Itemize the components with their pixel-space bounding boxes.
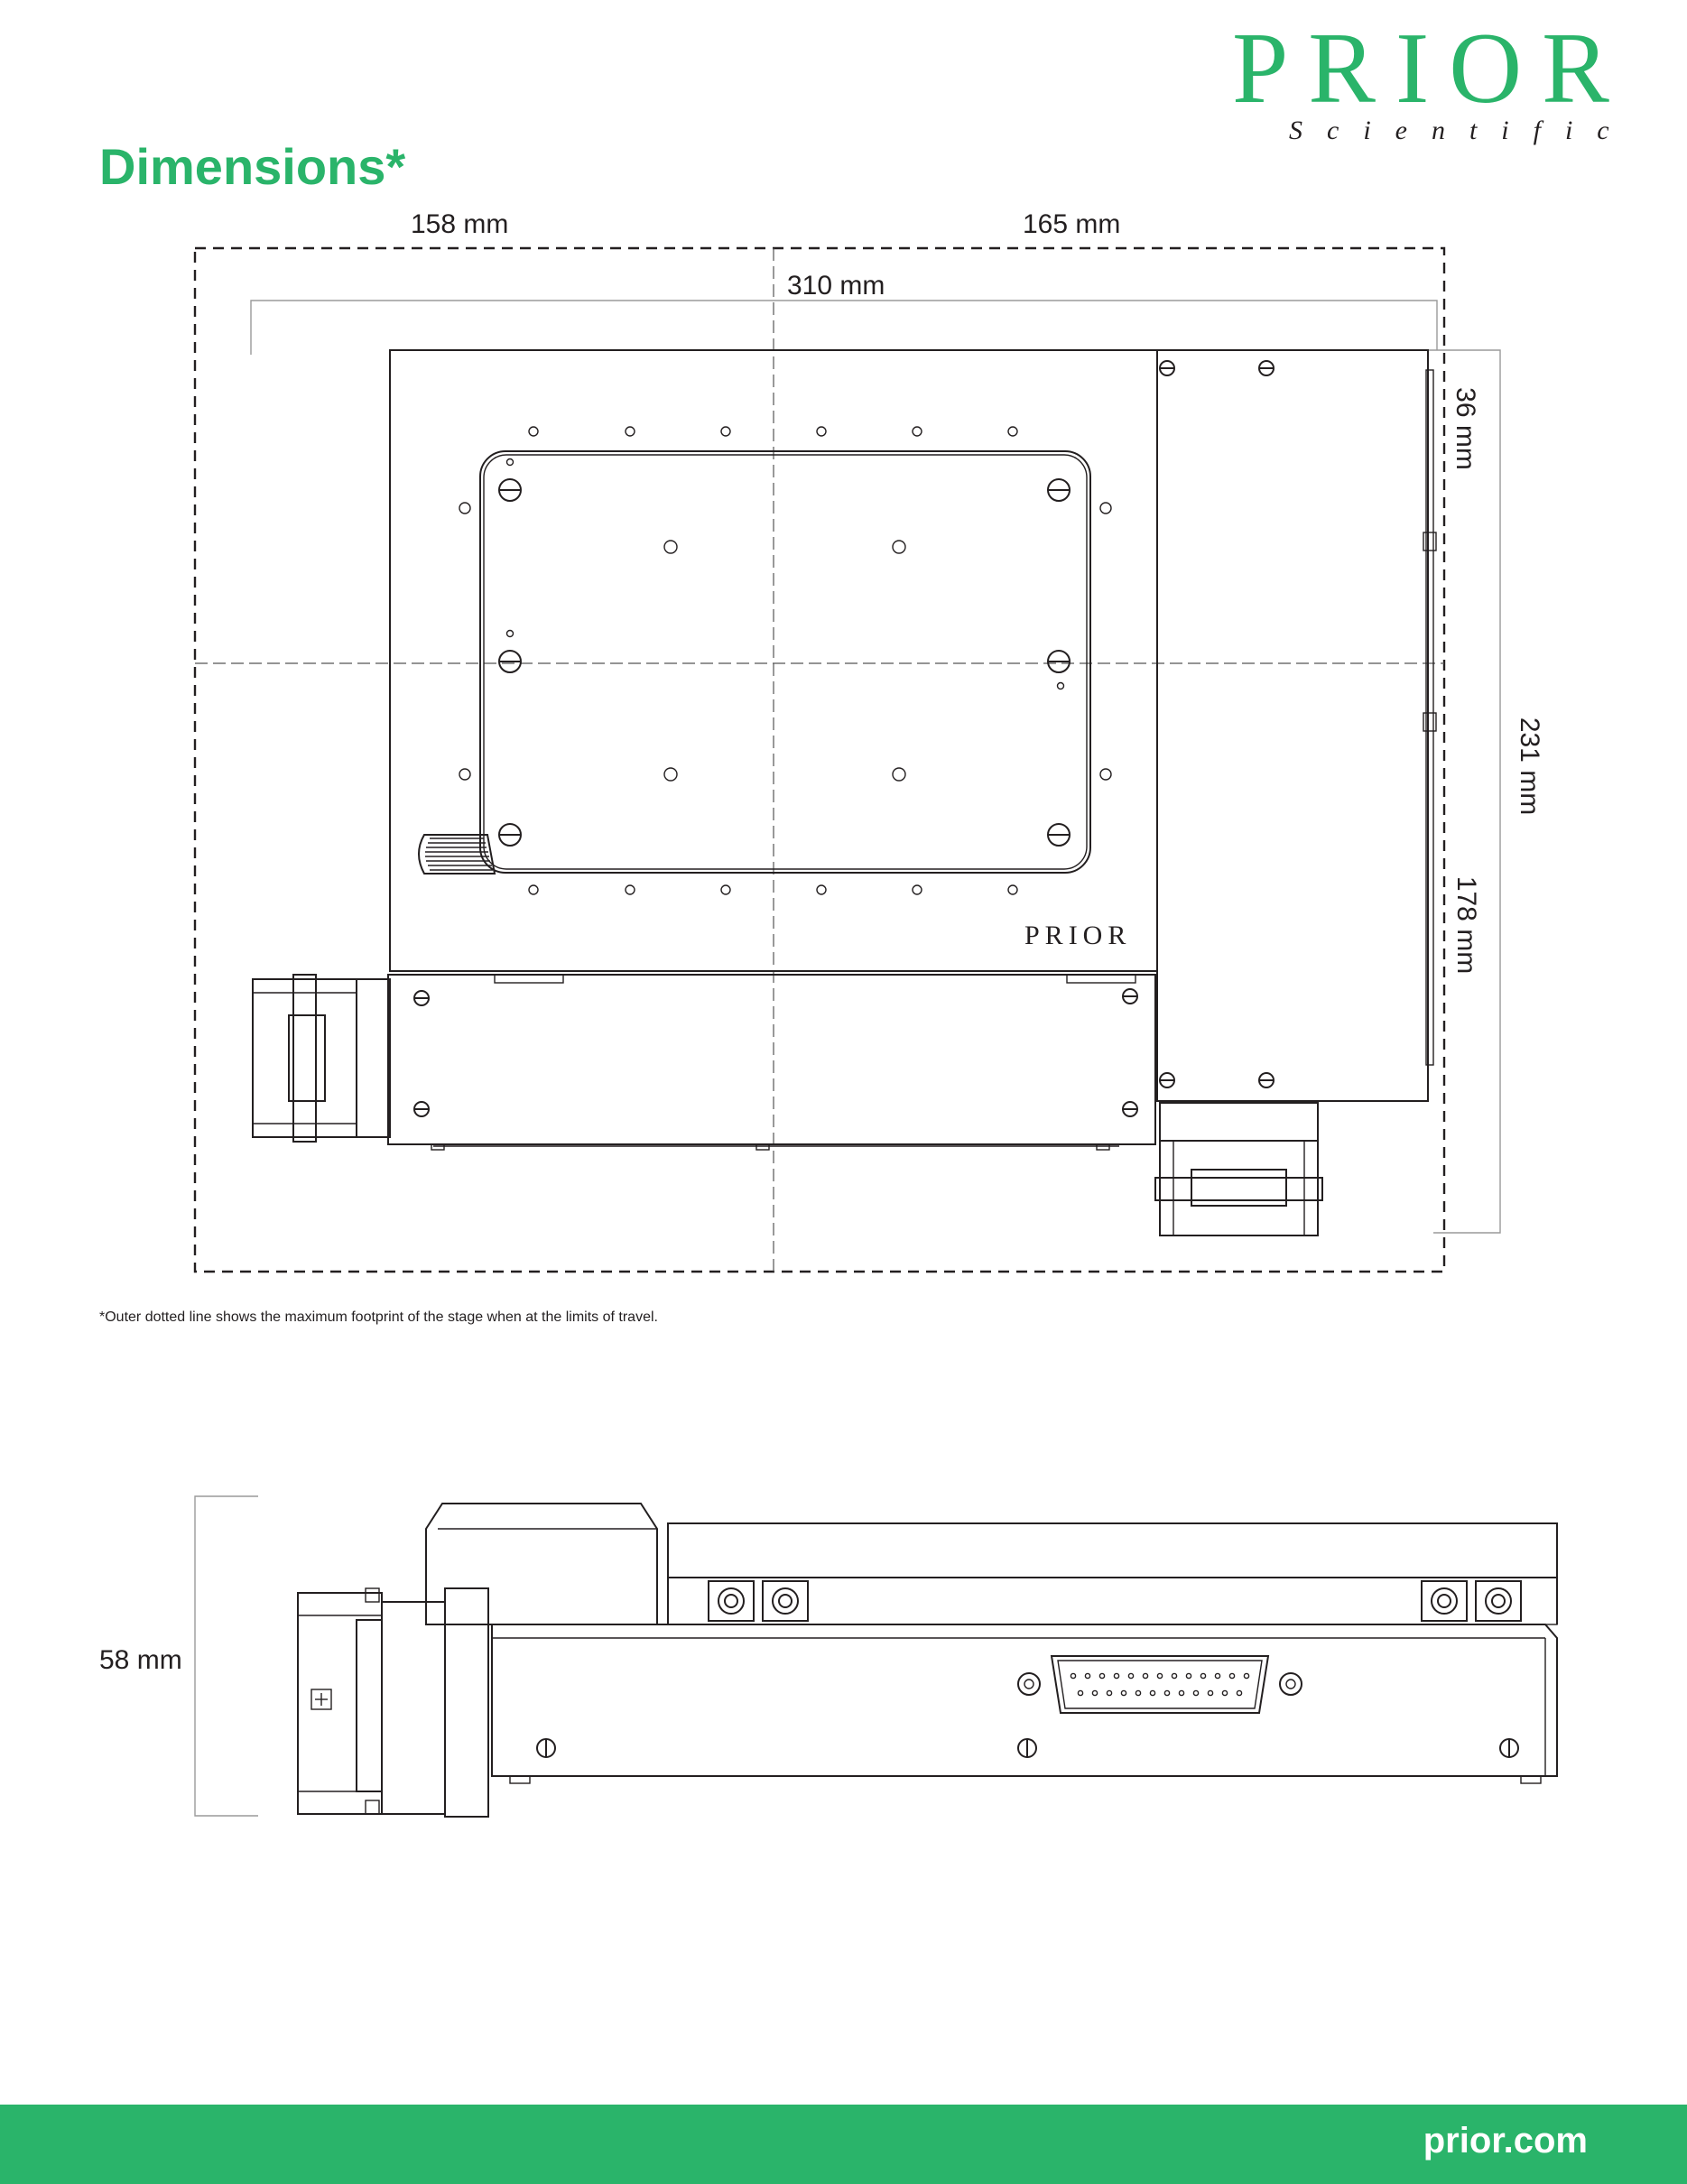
connector-pin xyxy=(1149,1689,1156,1697)
prior-logo-subtitle: Scientific xyxy=(1289,116,1634,145)
y-axis-housing xyxy=(387,974,1156,1145)
x-axis-housing xyxy=(1156,349,1429,1102)
connector-pin xyxy=(1200,1672,1207,1680)
height-dimension-line xyxy=(1426,349,1501,1234)
x-motor xyxy=(1154,1102,1323,1236)
connector-pin xyxy=(1084,1672,1091,1680)
side-top-plate xyxy=(667,1522,1558,1578)
side-motor xyxy=(297,1587,489,1818)
insert-aperture xyxy=(479,450,1091,874)
connector-pin xyxy=(1106,1689,1113,1697)
connector-pin xyxy=(1221,1689,1228,1697)
connector-pin xyxy=(1120,1689,1127,1697)
connector-pin xyxy=(1163,1689,1171,1697)
connector-pin xyxy=(1171,1672,1178,1680)
dimension-label-body-depth: 178 mm xyxy=(1451,875,1482,975)
travel-footprint-outline xyxy=(193,246,1446,1273)
side-screws xyxy=(536,1738,1519,1758)
connector-pin xyxy=(1214,1672,1221,1680)
side-height-dimension-line xyxy=(194,1495,258,1817)
connector-pin xyxy=(1236,1689,1243,1697)
dimension-label-right-travel: 165 mm xyxy=(1023,209,1121,239)
width-dimension-line xyxy=(250,300,1438,355)
dimension-label-side-height: 58 mm xyxy=(99,1645,182,1675)
connector-pin xyxy=(1135,1689,1142,1697)
insert-clamp-screws xyxy=(498,478,1071,847)
side-cap-screws xyxy=(708,1580,1522,1622)
connector-pin xyxy=(1077,1689,1084,1697)
connector-pin xyxy=(1156,1672,1163,1680)
top-view-drawing xyxy=(193,246,1501,1273)
footer-bar: prior.com xyxy=(0,2105,1687,2184)
connector-pin xyxy=(1113,1672,1120,1680)
connector-pin xyxy=(1228,1672,1236,1680)
connector-pin xyxy=(1207,1689,1214,1697)
stage-plate-logo: PRIOR xyxy=(1024,921,1132,950)
footer-url-link[interactable]: prior.com xyxy=(1423,2121,1588,2161)
housing-screws xyxy=(413,360,1275,1117)
side-view-drawing xyxy=(194,1495,1558,1818)
connector-pin xyxy=(1243,1672,1250,1680)
connector-pin xyxy=(1127,1672,1135,1680)
connector-pin xyxy=(1142,1672,1149,1680)
side-body xyxy=(491,1624,1558,1777)
page-title: Dimensions* xyxy=(99,138,406,195)
connector-pin xyxy=(1070,1672,1077,1680)
d-sub-connector xyxy=(1017,1655,1302,1714)
dimension-label-width: 310 mm xyxy=(787,271,885,301)
connector-pin xyxy=(1185,1672,1192,1680)
connector-pin xyxy=(1192,1689,1200,1697)
motor-housing-block xyxy=(425,1503,658,1625)
dimension-label-height: 231 mm xyxy=(1515,717,1545,816)
connector-pin xyxy=(1098,1672,1106,1680)
prior-logo: PRIOR xyxy=(1232,13,1629,125)
knurled-knob xyxy=(418,834,496,875)
dimension-label-top-offset: 36 mm xyxy=(1450,387,1480,470)
dimension-label-left-travel: 158 mm xyxy=(411,209,509,239)
y-motor xyxy=(252,974,391,1143)
footprint-note: *Outer dotted line shows the maximum foo… xyxy=(99,1309,658,1325)
connector-pin xyxy=(1091,1689,1098,1697)
connector-pin xyxy=(1178,1689,1185,1697)
